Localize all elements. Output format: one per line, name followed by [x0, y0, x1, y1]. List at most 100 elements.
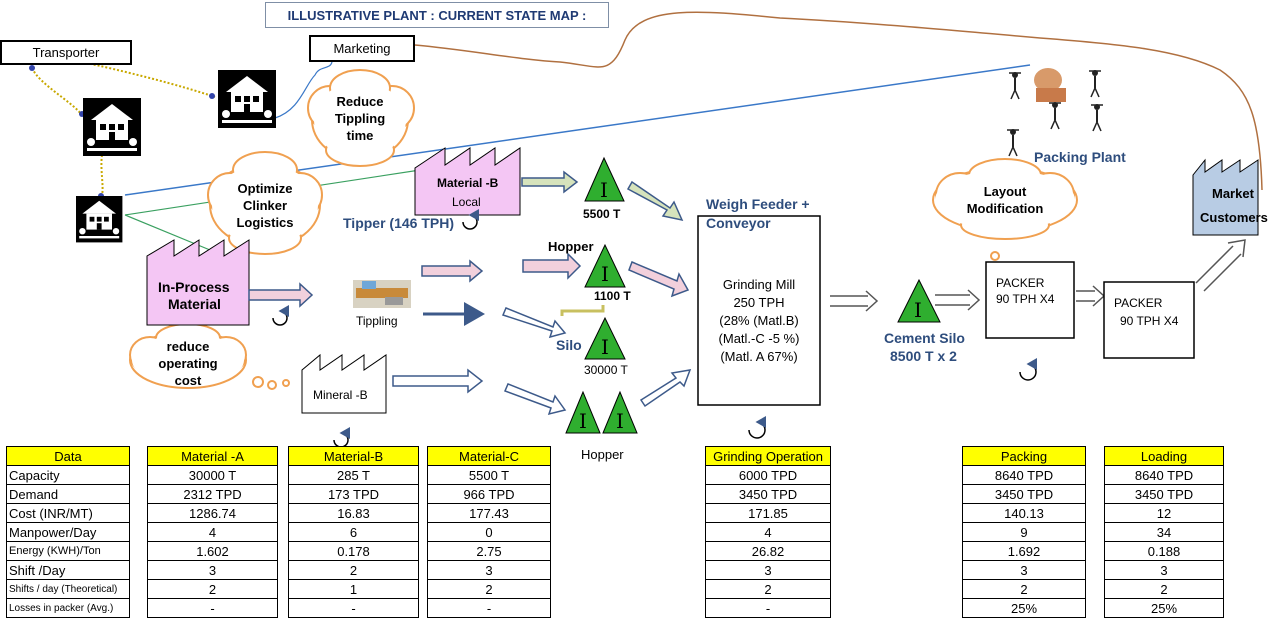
cloud-reduce-tippling-shape: [307, 69, 415, 167]
cloud-optimize-clinker: Optimize Clinker Logistics: [220, 180, 310, 231]
table-cell: 16.83: [288, 503, 419, 523]
table-cell: 2: [1104, 579, 1224, 599]
packer-1-label-2: 90 TPH X4: [996, 292, 1055, 306]
table-cell: Manpower/Day: [6, 522, 130, 542]
inventory-symbol: I: [601, 335, 609, 359]
market-label-1: Market: [1212, 186, 1254, 201]
table-cell: 2.75: [427, 541, 551, 561]
table-material-b: Material-B 285 T 173 TPD 16.83 6 0.178 2…: [288, 446, 419, 618]
table-cell: 0: [427, 522, 551, 542]
weigh-feeder-label-2: Conveyor: [706, 215, 771, 231]
tippler-image: [353, 280, 411, 308]
table-cell: 12: [1104, 503, 1224, 523]
packer-2-label-2: 90 TPH X4: [1120, 314, 1179, 328]
cloud-layout-mod-shape: [932, 158, 1078, 240]
table-cell: 25%: [1104, 598, 1224, 618]
table-cell: 3: [427, 560, 551, 580]
cloud-text-line: Logistics: [236, 215, 294, 230]
cement-silo-label-1: Cement Silo: [884, 330, 965, 346]
table-cell: 3: [147, 560, 278, 580]
packer-box-2: [1103, 281, 1195, 359]
table-cell: 8640 TPD: [962, 465, 1086, 485]
table-header: Material-C: [427, 446, 551, 466]
mineral-b-label: Mineral -B: [313, 388, 368, 402]
cloud-text-line: Modification: [966, 201, 1044, 216]
arrow-to-weigh-feeder: [626, 180, 684, 222]
cloud-reduce-cost: reduce operating cost: [148, 338, 228, 389]
mill-line: (Matl.-C -5 %): [718, 331, 800, 346]
table-cell: Capacity: [6, 465, 130, 485]
inventory-triangle-1100: [584, 243, 626, 288]
packer-1-label-1: PACKER: [996, 276, 1045, 290]
table-material-a: Material -A 30000 T 2312 TPD 1286.74 4 1…: [147, 446, 278, 618]
table-cell: 3450 TPD: [1104, 484, 1224, 504]
table-cell: 25%: [962, 598, 1086, 618]
table-cell: 2: [427, 579, 551, 599]
hopper-label-bottom: Hopper: [581, 447, 624, 462]
grinding-mill-box: [697, 215, 821, 406]
table-cell: 2: [705, 579, 831, 599]
table-cell: 9: [962, 522, 1086, 542]
inventory-triangle-hopper-1: [565, 390, 601, 434]
table-cell: 3450 TPD: [962, 484, 1086, 504]
table-header: Loading: [1104, 446, 1224, 466]
in-process-label-2: Material: [168, 296, 221, 312]
marketing-link: [274, 61, 333, 119]
table-cell: 1.692: [962, 541, 1086, 561]
table-cell: 5500 T: [427, 465, 551, 485]
table-cell: 173 TPD: [288, 484, 419, 504]
table-header: Grinding Operation: [705, 446, 831, 466]
cement-silo-label-2: 8500 T x 2: [890, 348, 957, 364]
inventory-triangle-30000: [584, 316, 626, 360]
table-cell: 1: [288, 579, 419, 599]
table-cell: 966 TPD: [427, 484, 551, 504]
grinding-mill-text: Grinding Mill 250 TPH (28% (Matl.B) (Mat…: [700, 276, 818, 366]
table-cell: -: [427, 598, 551, 618]
table-cell: 4: [147, 522, 278, 542]
cloud-reduce-tippling: Reduce Tippling time: [320, 93, 400, 144]
inventory-symbol: I: [616, 409, 624, 433]
table-cell: 3: [962, 560, 1086, 580]
table-cell: 2: [962, 579, 1086, 599]
material-b-label: Material -B: [437, 176, 499, 190]
table-data-labels: Data Capacity Demand Cost (INR/MT) Manpo…: [6, 446, 130, 618]
table-header: Material-B: [288, 446, 419, 466]
cloud-text-line: Optimize: [237, 181, 293, 196]
table-header: Material -A: [147, 446, 278, 466]
table-cell: 177.43: [427, 503, 551, 523]
factory-mineral-b-shape: [301, 353, 387, 414]
table-grinding: Grinding Operation 6000 TPD 3450 TPD 171…: [705, 446, 831, 618]
table-cell: 3: [705, 560, 831, 580]
warehouse-icon-3: [76, 196, 123, 243]
cloud-reduce-cost-shape: [129, 323, 247, 389]
inventory-30000-label: 30000 T: [584, 363, 628, 377]
market-info-line: [414, 11, 1263, 191]
table-header: Packing: [962, 446, 1086, 466]
table-cell: 3450 TPD: [705, 484, 831, 504]
inventory-symbol: I: [914, 298, 922, 322]
table-cell: Shifts / day (Theoretical): [6, 579, 130, 599]
table-cell: 285 T: [288, 465, 419, 485]
table-material-c: Material-C 5500 T 966 TPD 177.43 0 2.75 …: [427, 446, 551, 618]
mill-line: (28% (Matl.B): [719, 313, 799, 328]
cloud-text-line: Layout: [983, 184, 1027, 199]
table-cell: 171.85: [705, 503, 831, 523]
inventory-symbol: I: [600, 178, 608, 202]
table-cell: Cost (INR/MT): [6, 503, 130, 523]
cloud-layout-mod: Layout Modification: [955, 183, 1055, 217]
transporter-link-1: [31, 67, 83, 116]
packing-plant-label: Packing Plant: [1034, 149, 1126, 165]
cloud-text-line: operating: [158, 356, 218, 371]
table-cell: 6: [288, 522, 419, 542]
table-packing: Packing 8640 TPD 3450 TPD 140.13 9 1.692…: [962, 446, 1086, 618]
transporter-box: Transporter: [0, 40, 132, 65]
warehouse-icon-2: [218, 70, 276, 128]
tippling-label: Tippling: [356, 314, 398, 328]
table-cell: 34: [1104, 522, 1224, 542]
cloud-text-line: time: [346, 128, 374, 143]
transporter-link-2: [81, 61, 216, 98]
table-cell: -: [705, 598, 831, 618]
table-cell: 1.602: [147, 541, 278, 561]
cloud-text-line: cost: [174, 373, 202, 388]
diagram-title: ILLUSTRATIVE PLANT : CURRENT STATE MAP :: [265, 2, 609, 28]
